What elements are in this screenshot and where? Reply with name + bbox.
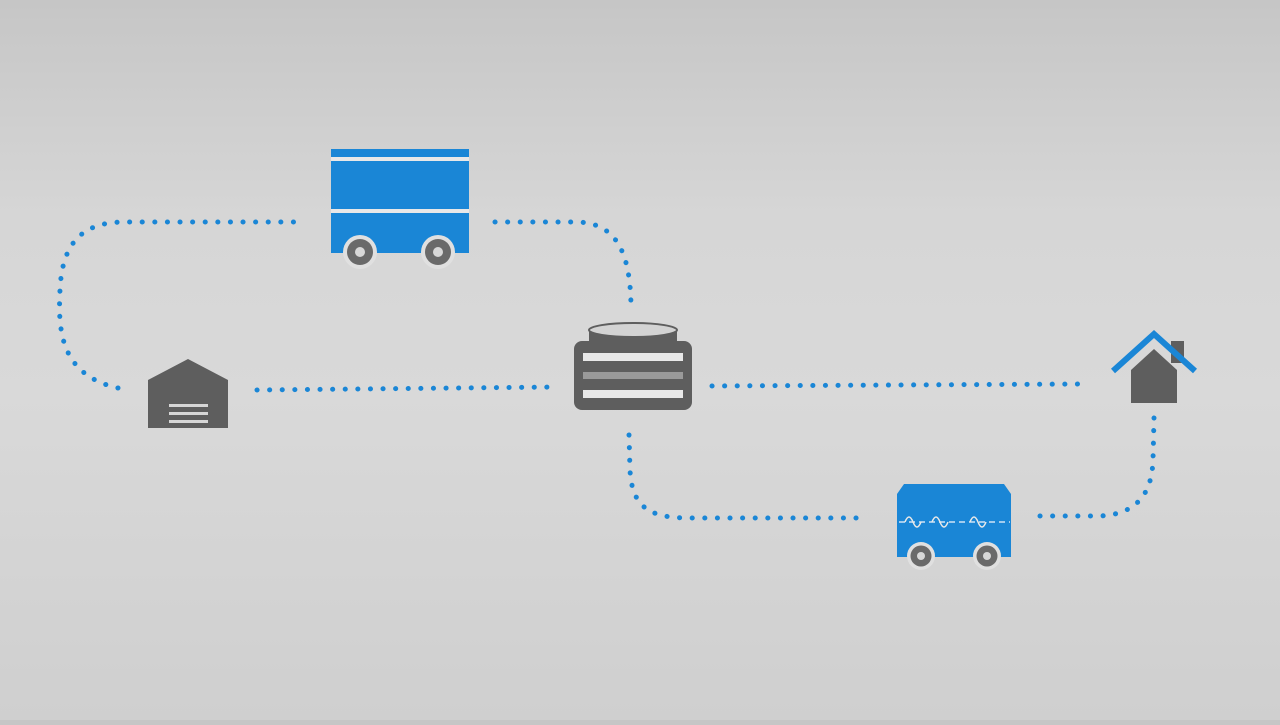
distribution-hub-icon bbox=[574, 322, 692, 410]
home-icon bbox=[1110, 329, 1198, 403]
route-van-to-home bbox=[1037, 415, 1157, 519]
truck-wheel-rear bbox=[343, 235, 377, 269]
route-warehouse-to-hub bbox=[254, 384, 558, 393]
route-hub-to-van bbox=[626, 432, 871, 521]
route-hub-to-home bbox=[709, 381, 1089, 389]
van-wheel-front bbox=[973, 542, 1001, 570]
delivery-truck-icon bbox=[331, 149, 469, 269]
delivery-van-icon bbox=[897, 484, 1011, 570]
route-truck-to-hub bbox=[492, 219, 634, 308]
truck-wheel-front bbox=[421, 235, 455, 269]
warehouse-icon bbox=[148, 359, 228, 428]
route-warehouse-to-truck bbox=[57, 219, 303, 391]
van-wheel-rear bbox=[907, 542, 935, 570]
